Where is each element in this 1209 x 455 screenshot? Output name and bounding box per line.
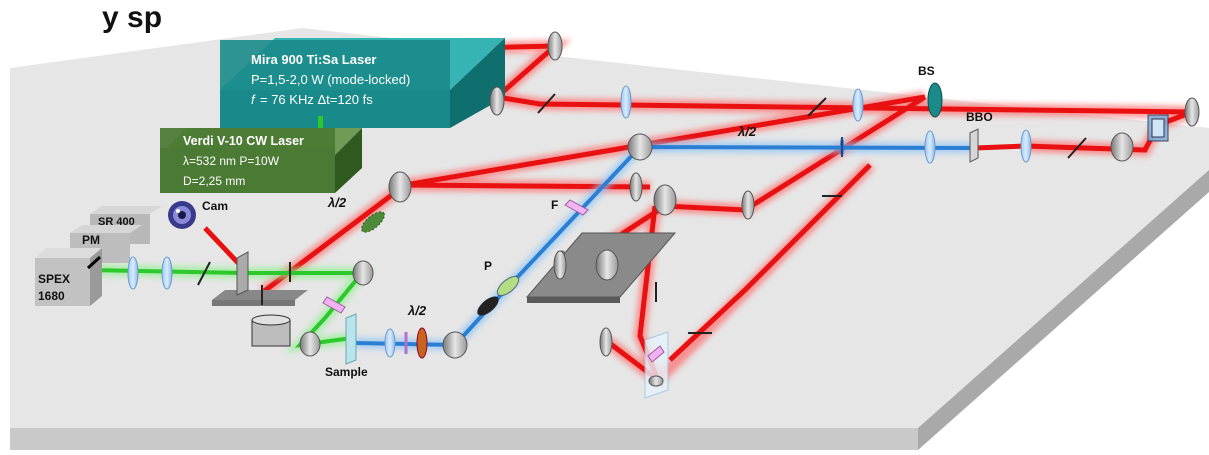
mira-title: Mira 900 Ti:Sa Laser [251, 52, 377, 67]
polarizer-p [477, 275, 520, 316]
spex-label-2: 1680 [38, 289, 65, 303]
sample-label: Sample [325, 365, 368, 379]
dichroic-mount [212, 251, 308, 306]
half-wave-plate-left [361, 211, 385, 233]
green-polarization-arrow [197, 261, 211, 286]
pump-beam [318, 116, 323, 130]
green-lenses [127, 256, 173, 290]
bbo-label: BBO [966, 110, 993, 124]
verdi-laser-box: Verdi V-10 CW Laser λ=532 nm P=10W D=2,2… [160, 128, 362, 193]
stage-mirror-1 [553, 250, 567, 280]
title-fragment: y sp [102, 1, 162, 34]
f-label: F [551, 198, 558, 212]
mira-freq-symbol: f [251, 92, 256, 107]
spex-label-1: SPEX [38, 272, 70, 286]
verdi-diameter: D=2,25 mm [183, 174, 245, 188]
sample [345, 313, 357, 365]
pink-filter [322, 296, 346, 314]
half-wave-top-label: λ/2 [737, 124, 757, 139]
instrument-stack: SR 400 PM SPEX 1680 [35, 206, 162, 306]
half-wave-left-label: λ/2 [327, 195, 347, 210]
prism-cell [644, 331, 669, 399]
bs-label: BS [918, 64, 935, 78]
pm-label: PM [82, 233, 100, 247]
camera [168, 201, 196, 229]
filter-f [564, 199, 589, 216]
cam-label: Cam [202, 199, 228, 213]
bbo-crystal [969, 128, 979, 163]
half-wave-bottom-label: λ/2 [407, 303, 427, 318]
verdi-title: Verdi V-10 CW Laser [183, 134, 304, 148]
sample-lens [384, 328, 396, 358]
mira-laser-box: Mira 900 Ti:Sa Laser P=1,5-2,0 W (mode-l… [220, 38, 505, 128]
blue-mirrors [442, 133, 653, 359]
retroreflector [1147, 114, 1169, 142]
half-wave-plate-bottom [416, 327, 428, 359]
green-mirrors [299, 260, 374, 357]
stage-mirror-2 [595, 249, 619, 281]
red-lenses [620, 85, 1032, 163]
beam-splitter [927, 82, 943, 118]
p-label: P [484, 259, 492, 273]
mira-freq: = 76 KHz Δt=120 fs [260, 92, 373, 107]
verdi-wavelength: λ=532 nm P=10W [183, 154, 280, 168]
red-polarization-arrows [261, 93, 1087, 334]
detector-box [251, 314, 291, 347]
mira-power: P=1,5-2,0 W (mode-locked) [251, 72, 410, 87]
